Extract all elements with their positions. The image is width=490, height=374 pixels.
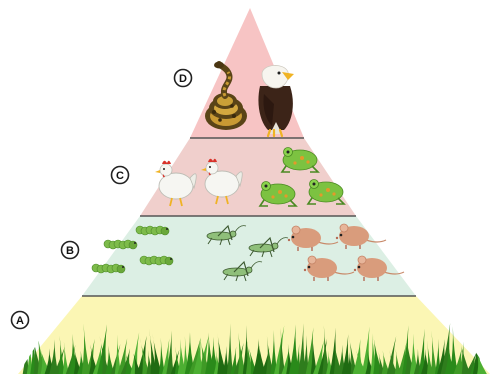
level-label-b-text: B — [66, 245, 74, 257]
level-label-a: A — [12, 312, 29, 329]
caterpillar-icon — [92, 264, 125, 273]
level-label-c-text: C — [116, 170, 124, 182]
caterpillar-icon — [104, 240, 137, 249]
level-label-b: B — [62, 242, 79, 259]
caterpillar-icon — [140, 256, 173, 265]
level-label-d: D — [175, 70, 192, 87]
tier-b — [82, 216, 416, 296]
level-label-c: C — [112, 167, 129, 184]
caterpillar-icon — [136, 226, 169, 235]
level-label-a-text: A — [16, 315, 24, 327]
level-label-d-text: D — [179, 73, 187, 85]
tier-a — [18, 296, 490, 374]
pyramid — [18, 8, 490, 374]
